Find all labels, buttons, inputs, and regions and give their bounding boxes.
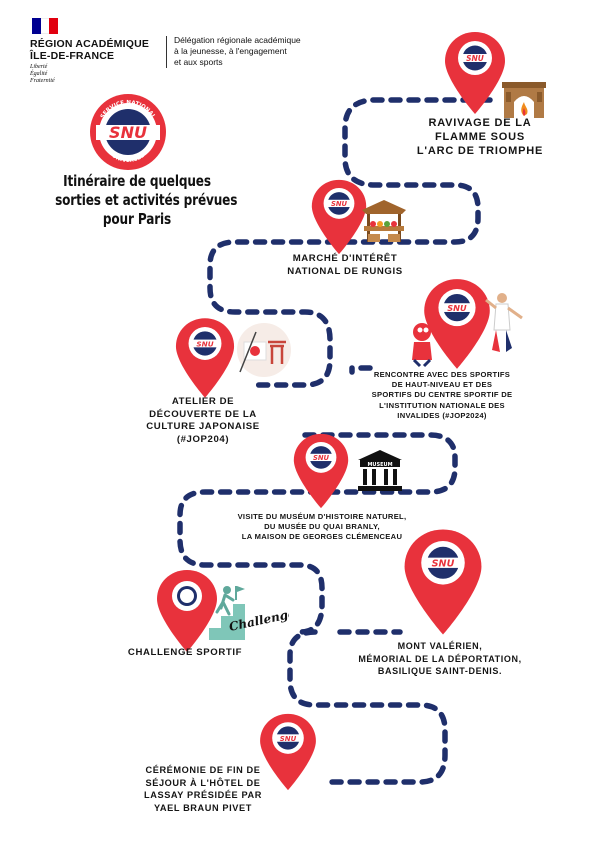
market-stall-icon [362, 200, 406, 242]
french-flag-icon [32, 18, 59, 34]
svg-text:SNU: SNU [313, 454, 330, 462]
stop-5-pin-icon: SNU [293, 433, 349, 509]
stop-1-line: L'ARC DE TRIOMPHE [416, 145, 544, 157]
title-line-3: pour Paris [102, 210, 172, 228]
museum-building-icon: MUSEUM [358, 450, 402, 491]
region-name: RÉGION ACADÉMIQUE ÎLE-DE-FRANCE [30, 38, 149, 62]
stop-3-line: DE HAUT-NIVEAU ET DES [391, 380, 493, 390]
stop-6-pin-icon [157, 570, 217, 652]
stop-7-line: MÉMORIAL DE LA DÉPORTATION, [358, 653, 522, 664]
region-line-2: ÎLE-DE-FRANCE [30, 50, 115, 62]
challenge-climber-icon: Challenge [209, 586, 289, 640]
arc-de-triomphe-icon [502, 82, 546, 118]
stop-3-line: L'INSTITUTION NATIONALE DES [379, 400, 505, 410]
stop-1-pin-icon: SNU [445, 32, 505, 114]
stop-7-line: MONT VALÉRIEN, [397, 641, 483, 651]
stop-8-line: CÉRÉMONIE DE FIN DE [145, 765, 261, 775]
motto-liberte: Liberté [30, 64, 48, 70]
svg-text:SNU: SNU [331, 200, 348, 208]
stop-8-label: CÉRÉMONIE DE FIN DE SÉJOUR À L'HÔTEL DE … [128, 764, 278, 814]
republic-motto: Liberté Égalité Fraternité [30, 64, 55, 85]
stop-4-line: ATELIER DE [171, 396, 235, 407]
stop-7-pin-icon: SNU [404, 529, 482, 635]
stop-3-line: INVALIDES (#JOP2024) [397, 410, 487, 420]
stop-1-line: FLAMME SOUS [434, 131, 526, 143]
stop-3-pin-icon: SNU [424, 279, 490, 369]
region-line-1: RÉGION ACADÉMIQUE [30, 38, 150, 50]
stop-4-pin-icon: SNU [175, 318, 235, 398]
stop-3-label: RENCONTRE AVEC DES SPORTIFS DE HAUT-NIVE… [352, 370, 532, 421]
stop-5-line: VISITE DU MUSÉUM D'HISTOIRE NATUREL, [237, 512, 407, 521]
stop-6-line: CHALLENGE SPORTIF [127, 647, 243, 658]
svg-text:SNU: SNU [196, 339, 213, 348]
republique-francaise-logo: RÉGION ACADÉMIQUE ÎLE-DE-FRANCE Liberté … [30, 18, 160, 88]
svg-text:SNU: SNU [432, 559, 455, 570]
title-line-1: Itinéraire de quelques [63, 172, 211, 190]
stop-2-pin-icon: SNU [311, 179, 367, 255]
stop-2-label: MARCHÉ D'INTÉRÊT NATIONAL DE RUNGIS [270, 253, 420, 278]
stop-8-line: SÉJOUR À L'HÔTEL DE [145, 777, 261, 788]
stop-8-line: YAEL BRAUN PIVET [154, 802, 252, 813]
stop-8-line: LASSAY PRÉSIDÉE PAR [144, 790, 262, 800]
header-divider [166, 36, 167, 68]
stop-3-line: RENCONTRE AVEC DES SPORTIFS [373, 370, 511, 379]
svg-text:SNU: SNU [466, 54, 484, 63]
japanese-culture-icon [237, 323, 291, 377]
stop-4-label: ATELIER DE DÉCOUVERTE DE LA CULTURE JAPO… [138, 396, 268, 446]
athletes-icon [412, 293, 523, 368]
stop-1-label: RAVIVAGE DE LA FLAMME SOUS L'ARC DE TRIO… [400, 116, 560, 158]
stop-4-line: DÉCOUVERTE DE LA [149, 408, 257, 420]
stop-5-label: VISITE DU MUSÉUM D'HISTOIRE NATUREL, DU … [222, 512, 422, 543]
stop-2-line: NATIONAL DE RUNGIS [287, 265, 403, 277]
snu-logo-bottom-arc: UNIVERSEL [110, 153, 145, 164]
delegation-line-2: à la jeunesse, à l'engagement [174, 46, 287, 56]
delegation-line-3: et aux sports [174, 57, 223, 67]
page-title: Itinéraire de quelques sorties et activi… [55, 172, 238, 229]
delegation-name: Délégation régionale académique à la jeu… [174, 35, 334, 68]
stop-5-line: LA MAISON DE GEORGES CLÉMENCEAU [241, 532, 403, 542]
stop-4-line: CULTURE JAPONAISE [146, 421, 260, 432]
stop-1-line: RAVIVAGE DE LA [428, 117, 532, 129]
stop-2-line: MARCHÉ D'INTÉRÊT [292, 253, 398, 264]
delegation-line-1: Délégation régionale académique [174, 35, 301, 45]
stop-7-label: MONT VALÉRIEN, MÉMORIAL DE LA DÉPORTATIO… [340, 640, 540, 678]
title-line-2: sorties et activités prévues [55, 191, 238, 209]
stop-7-line: BASILIQUE SAINT-DENIS. [377, 666, 503, 676]
svg-text:SNU: SNU [447, 303, 467, 313]
snu-logo-text: SNU [109, 123, 147, 142]
stop-6-label: CHALLENGE SPORTIF [120, 647, 250, 660]
snu-logo: SNU SERVICE NATIONAL UNIVERSEL [90, 94, 166, 170]
stop-4-line: (#JOP204) [176, 433, 230, 445]
stop-5-line: DU MUSÉE DU QUAI BRANLY, [264, 522, 380, 532]
stop-8-pin-icon: SNU [260, 713, 316, 791]
museum-sign-text: MUSEUM [367, 462, 392, 468]
svg-text:SNU: SNU [280, 735, 297, 743]
stop-3-line: SPORTIFS DU CENTRE SPORTIF DE [371, 390, 513, 400]
motto-egalite: Égalité [30, 71, 48, 77]
motto-fraternite: Fraternité [30, 78, 55, 84]
